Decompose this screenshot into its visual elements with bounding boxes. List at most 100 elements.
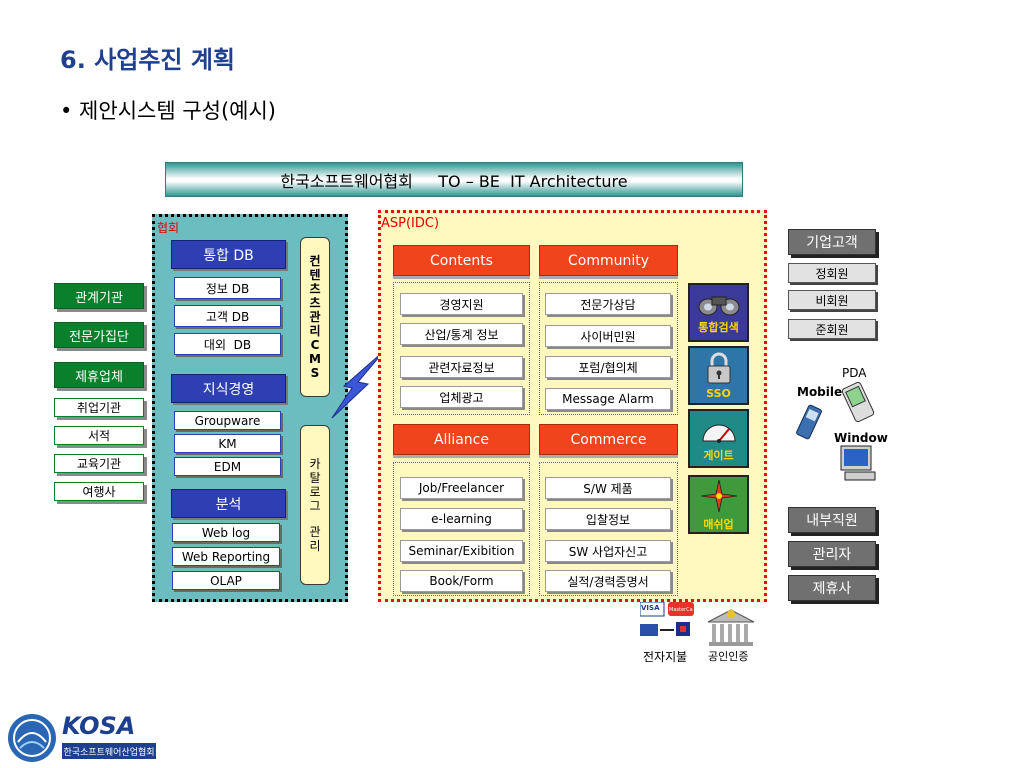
architecture-banner: 한국소프트웨어협회 TO – BE IT Architecture bbox=[165, 162, 743, 197]
left-secondary-1: 서적 bbox=[54, 426, 144, 445]
left-secondary-2: 교육기관 bbox=[54, 454, 144, 473]
member-2: 준회원 bbox=[788, 319, 876, 339]
alliance-item-3: Book/Form bbox=[400, 570, 523, 592]
logo-subtitle: 한국소프트웨어산업협회 bbox=[62, 743, 156, 759]
tile-sso-label: SSO bbox=[706, 387, 731, 400]
cms-char: M bbox=[309, 352, 321, 366]
catalog-char: 탈 bbox=[309, 471, 321, 485]
tile-mashup: 매쉬업 bbox=[688, 475, 749, 534]
knowledge-item-1: KM bbox=[174, 434, 281, 453]
alliance-group bbox=[393, 462, 530, 596]
asp-label: ASP(IDC) bbox=[381, 216, 440, 231]
logo-text: KOSA bbox=[62, 712, 136, 740]
alliance-header: Alliance bbox=[393, 424, 530, 455]
cms-banner: 컨 텐 츠 츠 관 리 C M S bbox=[300, 237, 330, 397]
page-subtitle: • 제안시스템 구성(예시) bbox=[60, 99, 277, 123]
member-1: 비회원 bbox=[788, 290, 876, 310]
cms-char: 관 bbox=[309, 310, 321, 324]
corporate-customer: 기업고객 bbox=[788, 229, 876, 255]
alliance-item-1: e-learning bbox=[400, 508, 523, 530]
community-header: Community bbox=[539, 245, 678, 276]
compass-icon bbox=[700, 479, 737, 512]
integrated-db-header: 통합 DB bbox=[171, 240, 286, 269]
pda-label: PDA bbox=[842, 366, 867, 380]
pda-icon bbox=[841, 381, 875, 423]
analysis-header: 분석 bbox=[171, 489, 286, 518]
left-primary-0: 관계기관 bbox=[54, 283, 144, 309]
cms-char: 츠 bbox=[309, 296, 321, 310]
contents-group bbox=[393, 282, 530, 415]
tile-gate: 게이트 bbox=[688, 409, 749, 468]
integrated-db-item-2: 대외 DB bbox=[174, 333, 281, 355]
internal-2: 제휴사 bbox=[788, 575, 876, 601]
catalog-banner: 카 탈 로 그 관 리 bbox=[300, 425, 330, 585]
analysis-item-2: OLAP bbox=[172, 571, 280, 590]
community-group bbox=[539, 282, 678, 415]
lightning-connector-icon bbox=[331, 350, 386, 419]
commerce-item-3: 실적/경력증명서 bbox=[545, 570, 671, 592]
cms-char: 츠 bbox=[309, 282, 321, 296]
commerce-item-1: 입찰정보 bbox=[545, 508, 671, 530]
analysis-item-1: Web Reporting bbox=[172, 547, 280, 566]
catalog-char: 관 bbox=[309, 525, 321, 539]
catalog-char: 리 bbox=[309, 539, 321, 553]
commerce-item-2: SW 사업자신고 bbox=[545, 540, 671, 562]
tile-sso: SSO bbox=[688, 346, 749, 405]
left-secondary-0: 취업기관 bbox=[54, 398, 144, 417]
contents-item-1: 산업/통계 정보 bbox=[400, 323, 523, 345]
tile-mashup-label: 매쉬업 bbox=[703, 517, 734, 531]
community-item-1: 사이버민원 bbox=[545, 325, 671, 347]
contents-header: Contents bbox=[393, 245, 530, 276]
cms-char: C bbox=[310, 338, 320, 352]
internal-1: 관리자 bbox=[788, 541, 876, 567]
catalog-char: 그 bbox=[309, 499, 321, 513]
page-title: 6. 사업추진 계획 bbox=[60, 46, 236, 74]
payment-cards-icon bbox=[640, 602, 694, 636]
cms-char: 컨 bbox=[309, 254, 321, 268]
tile-search: 통합검색 bbox=[688, 283, 749, 342]
cms-char: S bbox=[310, 366, 320, 380]
integrated-db-item-0: 정보 DB bbox=[174, 277, 281, 299]
community-item-2: 포럼/협의체 bbox=[545, 356, 671, 378]
knowledge-item-0: Groupware bbox=[174, 411, 281, 430]
visa-card-label: VISA bbox=[641, 604, 660, 612]
binoculars-icon bbox=[698, 296, 739, 315]
knowledge-item-2: EDM bbox=[174, 457, 281, 476]
internal-0: 내부직원 bbox=[788, 507, 876, 533]
window-label: Window bbox=[834, 431, 888, 445]
catalog-char: 카 bbox=[309, 457, 321, 471]
left-primary-2: 제휴업체 bbox=[54, 362, 144, 388]
kosa-emblem-icon bbox=[8, 714, 56, 762]
analysis-item-0: Web log bbox=[172, 523, 280, 542]
tile-gate-label: 게이트 bbox=[703, 448, 734, 462]
desktop-icon bbox=[840, 445, 876, 481]
certification-label: 공인인증 bbox=[708, 650, 749, 663]
knowledge-header: 지식경영 bbox=[171, 374, 286, 403]
payment-label: 전자지불 bbox=[643, 650, 688, 664]
member-0: 정회원 bbox=[788, 263, 876, 283]
alliance-item-0: Job/Freelancer bbox=[400, 477, 523, 499]
contents-item-3: 업체광고 bbox=[400, 386, 523, 408]
contents-item-2: 관련자료정보 bbox=[400, 356, 523, 378]
mastercard-label: MasterCard bbox=[669, 607, 693, 613]
commerce-item-0: S/W 제품 bbox=[545, 477, 671, 499]
bank-building-icon bbox=[707, 609, 755, 646]
mobile-icon bbox=[796, 404, 822, 440]
cms-char: 리 bbox=[309, 324, 321, 338]
alliance-item-2: Seminar/Exibition bbox=[400, 540, 523, 562]
association-label: 협회 bbox=[157, 221, 180, 235]
commerce-header: Commerce bbox=[539, 424, 678, 455]
tile-search-label: 통합검색 bbox=[698, 320, 739, 334]
left-secondary-3: 여행사 bbox=[54, 482, 144, 501]
left-primary-1: 전문가집단 bbox=[54, 322, 144, 348]
contents-item-0: 경영지원 bbox=[400, 293, 523, 315]
commerce-group bbox=[539, 462, 678, 596]
community-item-3: Message Alarm bbox=[545, 388, 671, 410]
mobile-label: Mobile bbox=[797, 385, 843, 399]
integrated-db-item-1: 고객 DB bbox=[174, 305, 281, 327]
cms-char: 텐 bbox=[309, 268, 321, 282]
catalog-char: 로 bbox=[309, 485, 321, 499]
lock-icon bbox=[707, 352, 730, 384]
gauge-icon bbox=[701, 424, 736, 443]
community-item-0: 전문가상담 bbox=[545, 293, 671, 315]
